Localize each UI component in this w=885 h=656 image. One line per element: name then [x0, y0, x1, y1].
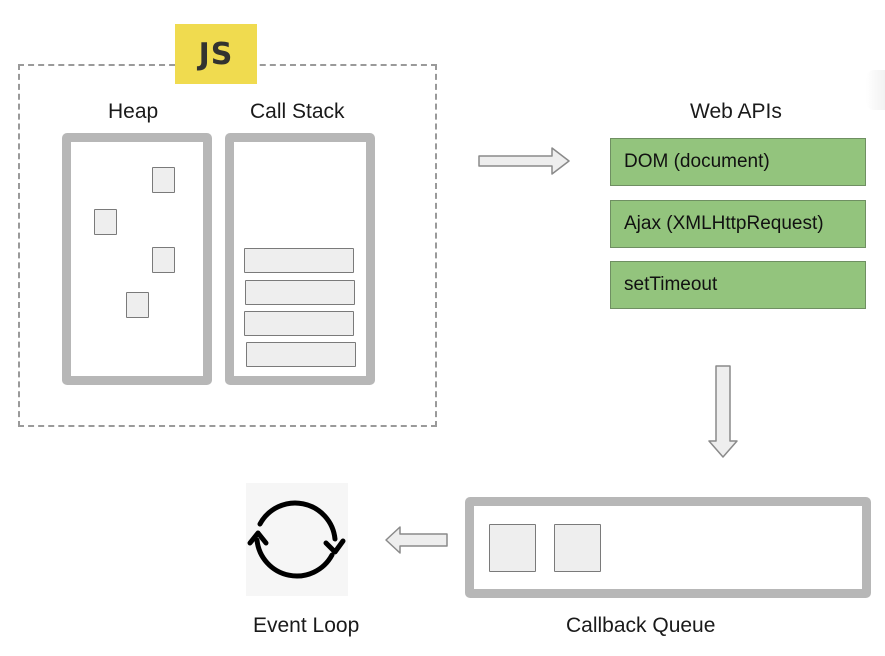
web-api-settimeout: setTimeout: [610, 261, 866, 309]
edge-shadow: [866, 70, 885, 110]
web-api-dom: DOM (document): [610, 138, 866, 186]
arrow-down-icon: [708, 365, 738, 458]
heap-object: [126, 292, 149, 318]
heap-object: [152, 167, 175, 193]
callback-queue-label: Callback Queue: [566, 614, 716, 637]
stack-frame: [244, 248, 354, 273]
heap-label: Heap: [108, 100, 159, 123]
js-logo-badge: JS: [175, 24, 257, 84]
queued-callback: [489, 524, 536, 572]
stack-frame: [246, 342, 356, 367]
web-api-ajax: Ajax (XMLHttpRequest): [610, 200, 866, 248]
heap-object: [152, 247, 175, 273]
stack-frame: [244, 311, 354, 336]
arrow-right-icon: [478, 147, 570, 175]
call-stack-label: Call Stack: [250, 100, 345, 123]
event-loop-label: Event Loop: [253, 614, 360, 637]
arrow-left-icon: [385, 526, 448, 554]
heap-object: [94, 209, 117, 235]
queued-callback: [554, 524, 601, 572]
stack-frame: [245, 280, 355, 305]
cycle-arrows-icon: [247, 500, 346, 579]
heap-container: [62, 133, 212, 385]
web-apis-label: Web APIs: [690, 100, 782, 123]
